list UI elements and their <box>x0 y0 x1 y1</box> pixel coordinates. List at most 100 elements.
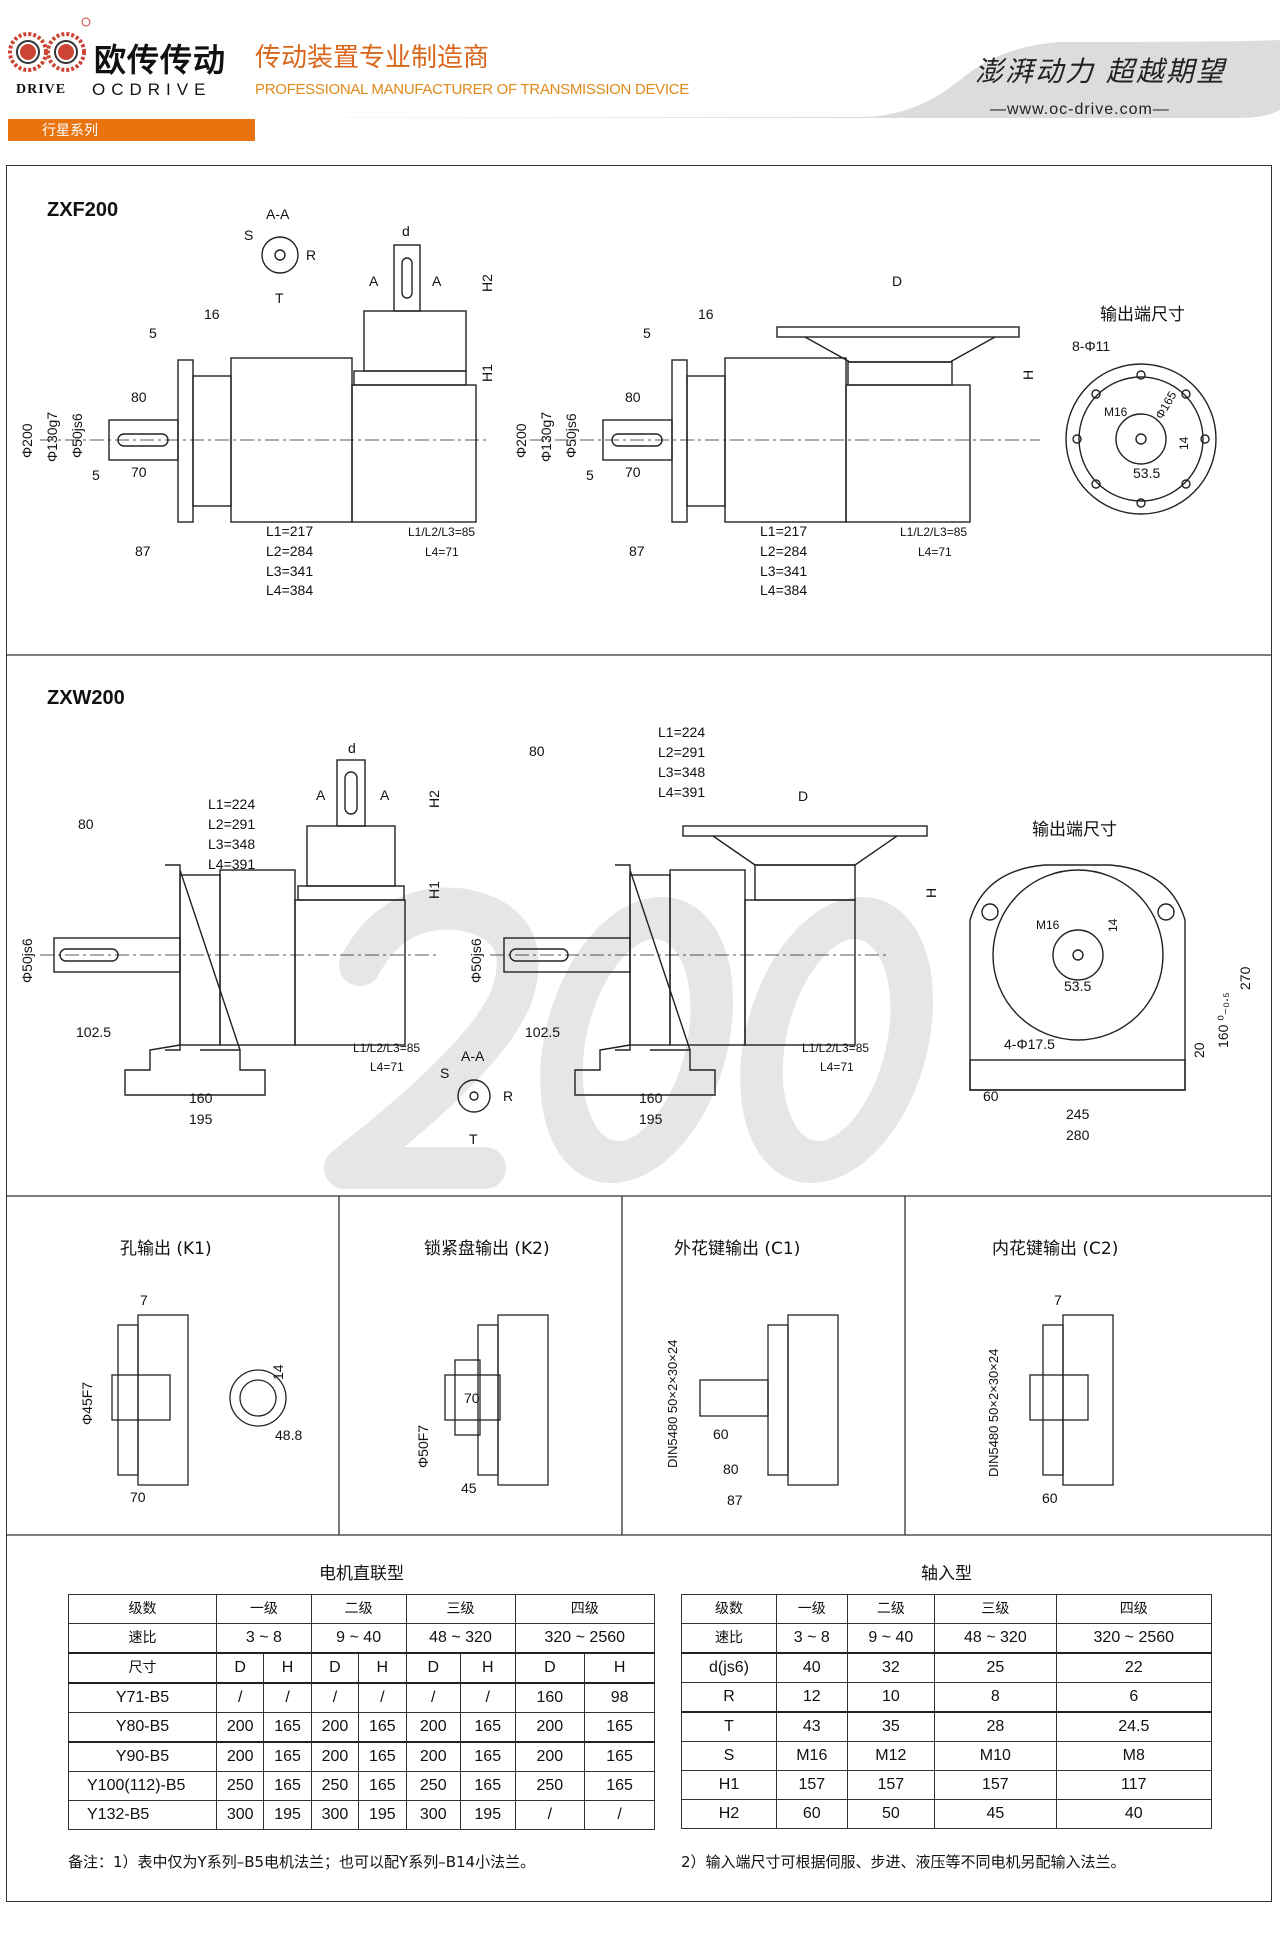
table-cell: H1 <box>681 1770 777 1800</box>
dim-label: 195 <box>639 1111 663 1127</box>
dim-label: T <box>275 290 284 306</box>
dim-label: 60 <box>983 1088 999 1104</box>
table-cell: D <box>215 1652 265 1684</box>
zxw-left-drawing <box>40 759 491 1113</box>
table-cell: H2 <box>681 1799 777 1829</box>
table-cell: 二级 <box>310 1594 407 1624</box>
dim-label: 280 <box>1066 1127 1090 1143</box>
table-cell: 级数 <box>681 1594 777 1624</box>
output-c1-title: 外花键输出 (C1) <box>674 1239 800 1259</box>
table-cell: 300 <box>215 1800 265 1830</box>
header-graphics <box>8 17 1280 118</box>
table-cell: Y100(112)-B5 <box>68 1771 217 1801</box>
dim-label: L2=284 <box>760 543 807 559</box>
table-cell: 117 <box>1055 1770 1213 1800</box>
dim-label: Φ50js6 <box>69 413 85 458</box>
table-cell: M10 <box>934 1741 1057 1771</box>
tagline-cn: 传动装置专业制造商 <box>255 43 490 73</box>
dim-label: 14 <box>1106 918 1120 932</box>
dim-label: L1=224 <box>658 724 705 740</box>
table-cell: 32 <box>846 1652 936 1683</box>
dim-label: A <box>380 787 390 803</box>
dim-label: L1/L2/L3=85 <box>408 525 475 539</box>
table-cell: 165 <box>459 1741 516 1772</box>
table-cell: 165 <box>584 1741 655 1772</box>
dim-label: 60 <box>1042 1490 1058 1506</box>
table-cell: 200 <box>215 1741 265 1772</box>
header: 欧传传动 DRIVE OCDRIVE 传动装置专业制造商 PROFESSIONA… <box>0 0 1280 145</box>
dim-label: L3=348 <box>658 764 705 780</box>
table-cell: D <box>310 1652 360 1684</box>
table-cell: / <box>310 1682 360 1713</box>
logo-gear-icon <box>8 17 91 72</box>
table-cell: 200 <box>310 1741 360 1772</box>
table-cell: 165 <box>584 1771 655 1801</box>
dim-label: 14 <box>270 1364 286 1380</box>
section-label: A-A <box>266 206 290 222</box>
dim-label: H2 <box>426 790 442 808</box>
table-cell: M12 <box>846 1741 936 1771</box>
table-cell: 四级 <box>514 1594 655 1624</box>
dim-label: H <box>923 888 939 898</box>
table-cell: 250 <box>215 1771 265 1801</box>
table-cell: / <box>459 1682 516 1713</box>
table-cell: 3 ~ 8 <box>216 1623 312 1654</box>
dim-label: 270 <box>1237 966 1253 990</box>
dim-label: Φ200 <box>19 423 35 458</box>
shaft-table-title: 轴入型 <box>921 1564 972 1584</box>
table-cell: 98 <box>584 1682 655 1713</box>
dim-label: Φ45F7 <box>79 1382 95 1425</box>
table-row: 级数 一级 二级 三级 四级 <box>68 1594 655 1624</box>
dim-label: Φ50js6 <box>468 938 484 983</box>
table-cell: 200 <box>405 1712 461 1743</box>
zxw-labels: d A A H2 H1 80 L1=224 L2=291 L3=348 L4=3… <box>19 724 1253 1147</box>
table-cell: 尺寸 <box>68 1652 217 1684</box>
dim-label: d <box>402 223 410 239</box>
table-cell: 速比 <box>681 1623 777 1654</box>
table-cell: 级数 <box>68 1594 217 1624</box>
table-cell: 200 <box>310 1712 360 1743</box>
table-cell: / <box>584 1800 655 1830</box>
dim-label: 87 <box>135 543 151 559</box>
table-cell: H <box>459 1652 516 1684</box>
drawings: ZXF200 A-A S T R d A A H2 H1 16 5 80 Φ20… <box>6 199 1272 1536</box>
dim-label: Φ50F7 <box>415 1425 431 1468</box>
table-cell: 3 ~ 8 <box>776 1623 848 1654</box>
table-cell: 160 <box>514 1682 586 1713</box>
zxw-title: ZXW200 <box>47 687 125 709</box>
dim-label: L4=71 <box>820 1060 854 1074</box>
dim-label: L4=71 <box>370 1060 404 1074</box>
header-band-curve <box>250 40 1280 118</box>
table-cell: 一级 <box>216 1594 312 1624</box>
dim-label: H1 <box>426 881 442 899</box>
dim-label: DIN5480 50×2×30×24 <box>986 1349 1001 1477</box>
table-cell: 50 <box>846 1799 936 1829</box>
dim-label: 60 <box>713 1426 729 1442</box>
dim-label: D <box>798 788 808 804</box>
table-cell: / <box>405 1682 461 1713</box>
zxw-right-drawing <box>490 825 1186 1096</box>
dim-label: D <box>892 273 902 289</box>
dim-label: 45 <box>461 1480 477 1496</box>
dim-label: 195 <box>189 1111 213 1127</box>
dim-label: 53.5 <box>1064 978 1091 994</box>
table-cell: 157 <box>776 1770 848 1800</box>
dim-label: 160 <box>639 1090 663 1106</box>
dim-label: Φ130g7 <box>44 412 60 462</box>
table-cell: M8 <box>1055 1741 1213 1771</box>
output-k1-title: 孔输出 (K1) <box>120 1239 212 1259</box>
table-cell: 165 <box>263 1771 312 1801</box>
table-cell: 40 <box>1055 1799 1213 1829</box>
dim-label: L1=217 <box>760 523 807 539</box>
table-cell: 195 <box>263 1800 312 1830</box>
table-cell: 250 <box>405 1771 461 1801</box>
table-cell: 200 <box>514 1741 586 1772</box>
dim-label: L2=284 <box>266 543 313 559</box>
table-cell: 48 ~ 320 <box>405 1623 516 1654</box>
table-cell: 三级 <box>405 1594 516 1624</box>
table-cell: 165 <box>358 1771 407 1801</box>
motor-table-note: 备注：1）表中仅为Y系列–B5电机法兰；也可以配Y系列–B14小法兰。 <box>68 1853 536 1871</box>
